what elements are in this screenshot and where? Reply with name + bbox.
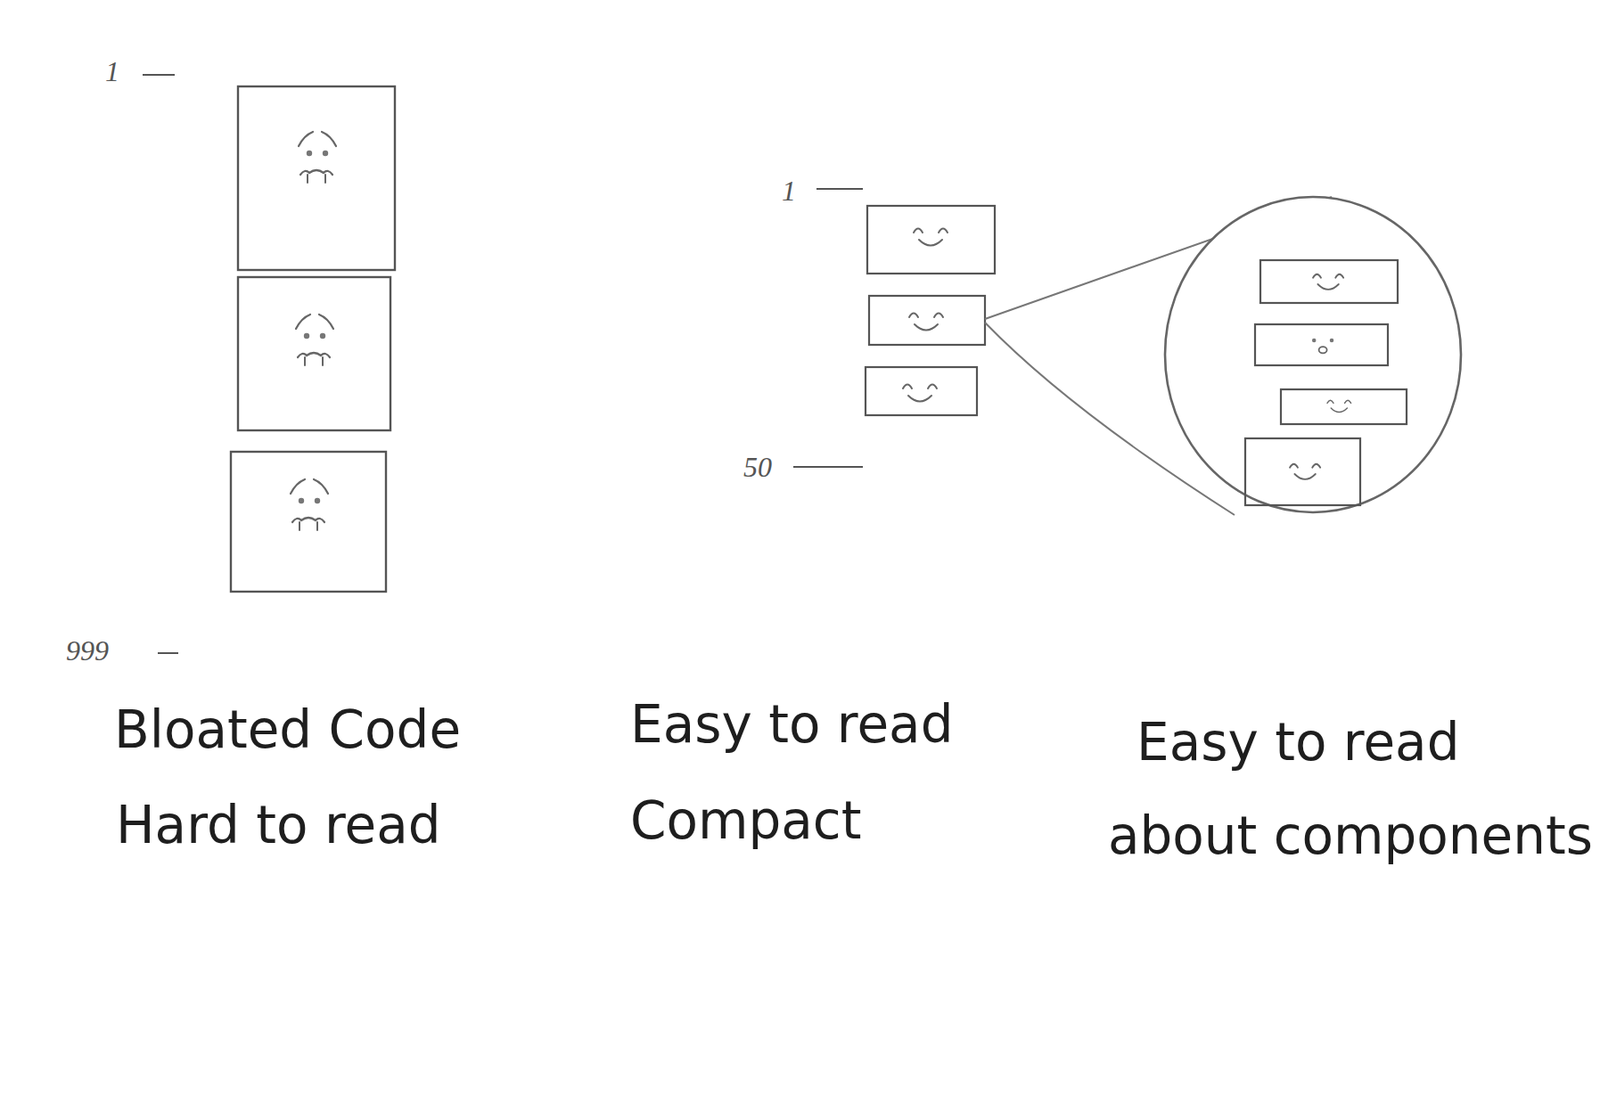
bloated-blocks xyxy=(230,86,395,592)
sad-face xyxy=(298,131,337,183)
line-number: 1 xyxy=(105,55,120,89)
line-number: 1 xyxy=(781,174,796,208)
code-block xyxy=(230,451,386,592)
component-blocks xyxy=(1245,260,1407,506)
code-block xyxy=(237,86,395,271)
happy-face xyxy=(1327,400,1352,412)
caption-text: Compact xyxy=(630,791,862,852)
happy-face xyxy=(1312,274,1344,290)
caption-text: about components xyxy=(1107,806,1593,867)
happy-face xyxy=(909,313,944,331)
sad-face xyxy=(290,479,329,531)
component-block xyxy=(1255,324,1388,366)
component-block xyxy=(1245,438,1361,506)
line-mark xyxy=(142,73,175,76)
zoom-circle xyxy=(1165,196,1461,513)
code-block xyxy=(865,367,977,416)
caption-text: Easy to read xyxy=(1136,713,1460,773)
caption-text: Bloated Code xyxy=(114,700,461,761)
caption-text: Hard to read xyxy=(115,795,442,856)
happy-face xyxy=(913,229,948,247)
code-block xyxy=(869,295,985,345)
component-block xyxy=(1280,389,1407,425)
happy-face xyxy=(902,385,937,403)
happy-face xyxy=(1289,464,1321,480)
sad-face xyxy=(295,314,334,366)
code-block xyxy=(867,205,995,274)
code-block xyxy=(237,277,391,431)
line-number: 999 xyxy=(65,634,109,668)
line-mark xyxy=(157,652,179,655)
compact-blocks xyxy=(865,205,995,416)
line-mark xyxy=(793,466,863,468)
line-mark xyxy=(816,188,863,190)
component-block xyxy=(1260,260,1398,304)
line-number: 50 xyxy=(743,451,772,485)
caption-text: Easy to read xyxy=(630,695,953,755)
surprised-face xyxy=(1312,338,1334,354)
